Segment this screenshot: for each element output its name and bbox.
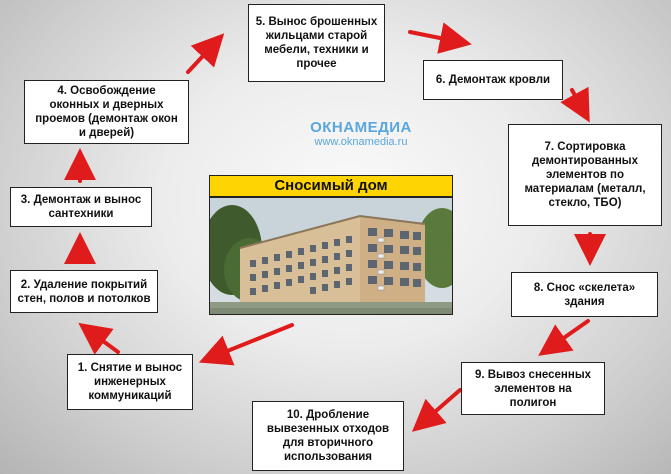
step-5: 5. Вынос брошенных жильцами старой мебел…: [248, 4, 385, 82]
arrow-4-to-5: [186, 33, 225, 74]
step-6: 6. Демонтаж кровли: [423, 60, 563, 100]
watermark-logo: ОКНАМЕДИА: [310, 119, 412, 136]
step-3: 3. Демонтаж и вынос сантехники: [10, 187, 152, 227]
step-10: 10. Дробление вывезенных отходов для вто…: [252, 401, 404, 471]
step-9: 9. Вывоз снесенных элементов на полигон: [461, 362, 605, 415]
step-8: 8. Снос «скелета» здания: [511, 272, 658, 317]
arrow-8-to-9: [538, 319, 590, 356]
step-4: 4. Освобождение оконных и дверных проемо…: [24, 80, 189, 144]
arrow-5-to-6: [408, 22, 472, 54]
step-7: 7. Сортировка демонтированных элементов …: [508, 124, 662, 226]
watermark: ОКНАМЕДИА www.oknamedia.ru: [296, 119, 426, 149]
arrow-6-to-7: [560, 86, 590, 123]
arrow-center-to-1: [198, 323, 294, 366]
arrow-1-to-2: [78, 322, 120, 355]
arrow-9-to-10: [411, 388, 462, 432]
building-illustration: [210, 198, 452, 314]
center-title: Сносимый дом: [209, 175, 453, 197]
step-2: 2. Удаление покрытий стен, полов и потол…: [10, 270, 158, 313]
step-1: 1. Снятие и вынос инженерных коммуникаци…: [67, 354, 193, 410]
building-photo: [209, 197, 453, 315]
watermark-url: www.oknamedia.ru: [314, 136, 408, 148]
